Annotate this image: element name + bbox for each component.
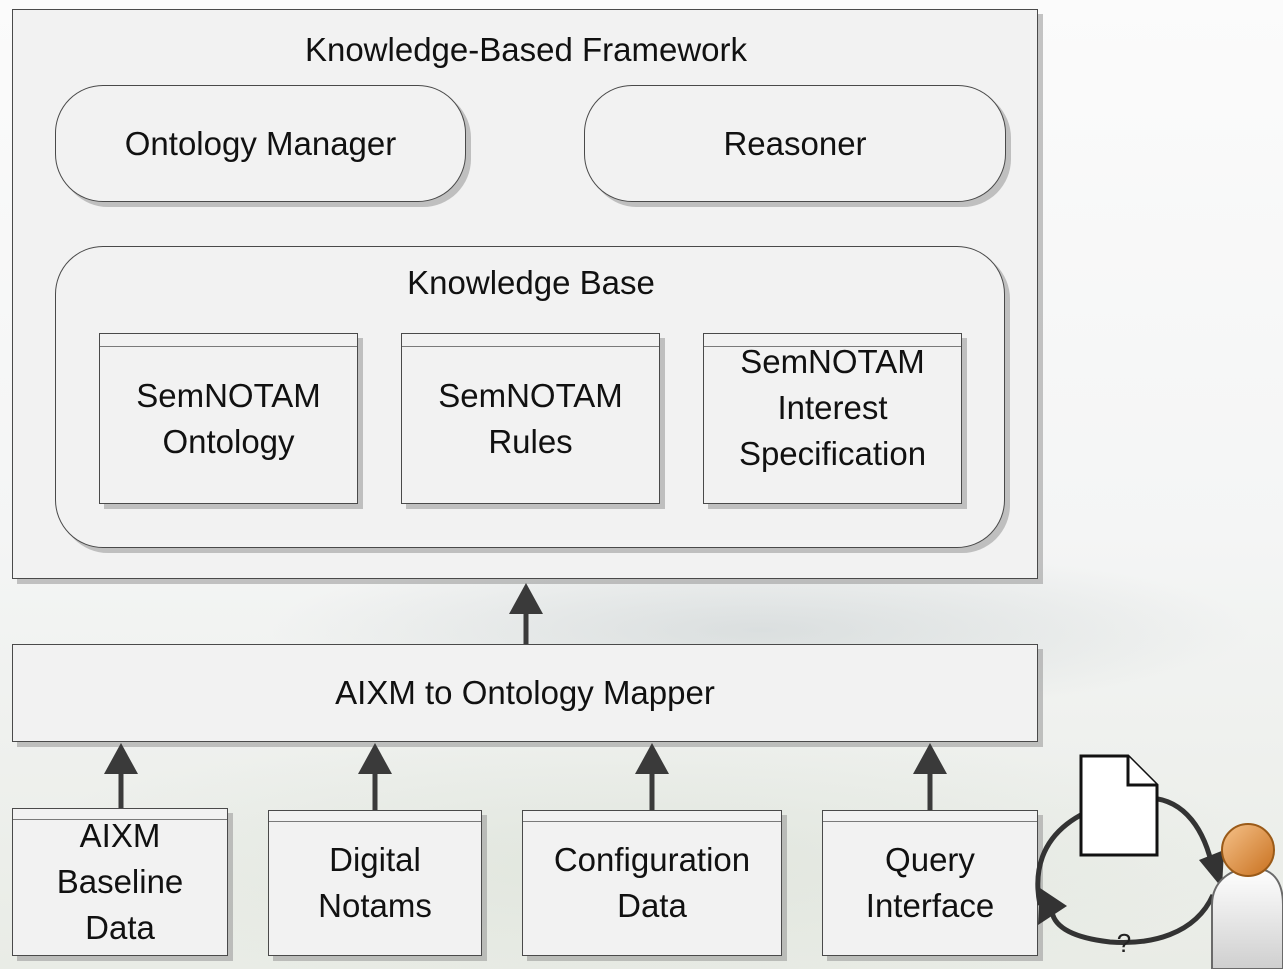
arrow-configuration-to-mapper [635, 743, 669, 810]
semnotam-ontology: SemNOTAM Ontology [99, 333, 358, 504]
source-line: Baseline [56, 863, 184, 900]
source-query-interface: Query Interface [822, 810, 1038, 956]
source-line: Data [85, 909, 155, 946]
ontology-manager: Ontology Manager [55, 85, 466, 202]
framework-title: Knowledge-Based Framework [304, 31, 748, 68]
knowledge-base: Knowledge Base SemNOTAM Ontology SemNOTA… [55, 246, 1005, 548]
reasoner-label: Reasoner [723, 124, 867, 162]
arrow-query-to-mapper [913, 743, 947, 810]
aixm-ontology-mapper: AIXM to Ontology Mapper [12, 644, 1038, 742]
source-line: AIXM [79, 817, 161, 854]
document-icon [1079, 754, 1159, 857]
arrow-notams-to-mapper [358, 743, 392, 810]
source-configuration-data: Configuration Data [522, 810, 782, 956]
semnotam-interest-specification: SemNOTAM Interest Specification [703, 333, 962, 504]
source-line: Configuration [553, 841, 751, 878]
component-line: SemNOTAM [740, 342, 925, 380]
source-digital-notams: Digital Notams [268, 810, 482, 956]
component-line: Rules [488, 422, 573, 460]
reasoner: Reasoner [584, 85, 1006, 202]
source-line: Query [885, 841, 975, 878]
component-line: SemNOTAM [438, 376, 623, 414]
source-line: Interface [865, 887, 995, 924]
ontology-manager-label: Ontology Manager [124, 124, 397, 162]
query-mark: ? [1117, 928, 1131, 958]
user-icon [1211, 823, 1283, 969]
source-line: Notams [318, 887, 432, 924]
source-aixm-baseline-data: AIXM Baseline Data [12, 808, 228, 956]
arrow-mapper-to-framework [509, 583, 543, 644]
source-line: Digital [329, 841, 421, 878]
arrow-aixm-to-mapper [104, 743, 138, 808]
component-line: SemNOTAM [136, 376, 321, 414]
semnotam-rules: SemNOTAM Rules [401, 333, 660, 504]
component-line: Interest [777, 388, 888, 426]
component-line: Ontology [162, 422, 295, 460]
source-line: Data [617, 887, 687, 924]
mapper-label: AIXM to Ontology Mapper [335, 674, 715, 711]
component-line: Specification [738, 434, 927, 472]
knowledge-base-title: Knowledge Base [407, 264, 655, 301]
